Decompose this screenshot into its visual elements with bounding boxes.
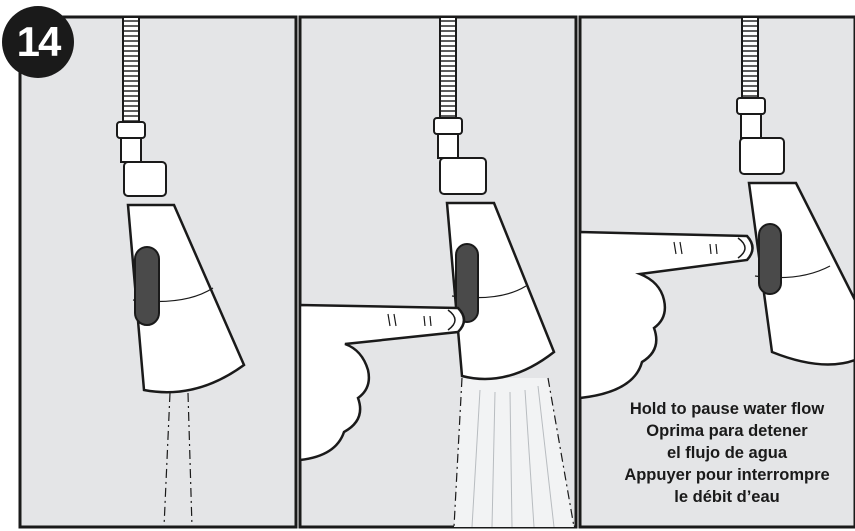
hose-nut	[117, 122, 145, 138]
caption-line-french-2: le débit d’eau	[596, 486, 855, 508]
panel-2-finger-pressing	[300, 17, 576, 527]
caption: Hold to pause water flow Oprima para det…	[596, 398, 855, 508]
step-number: 14	[17, 18, 60, 66]
collar	[740, 138, 784, 174]
collar	[124, 162, 166, 196]
hose	[742, 17, 758, 101]
caption-line-english: Hold to pause water flow	[596, 398, 855, 420]
coupling	[438, 134, 458, 158]
collar	[440, 158, 486, 194]
caption-line-spanish-1: Oprima para detener	[596, 420, 855, 442]
step-number-badge: 14	[2, 6, 74, 78]
hose-nut	[737, 98, 765, 114]
hose	[440, 17, 456, 121]
pause-button	[759, 224, 781, 294]
caption-line-french-1: Appuyer pour interrompre	[596, 464, 855, 486]
coupling	[121, 138, 141, 162]
pause-button	[135, 247, 159, 325]
hose	[123, 17, 139, 125]
coupling	[741, 114, 761, 138]
hose-nut	[434, 118, 462, 134]
caption-line-spanish-2: el flujo de agua	[596, 442, 855, 464]
panel-1-spray-off	[20, 17, 296, 527]
